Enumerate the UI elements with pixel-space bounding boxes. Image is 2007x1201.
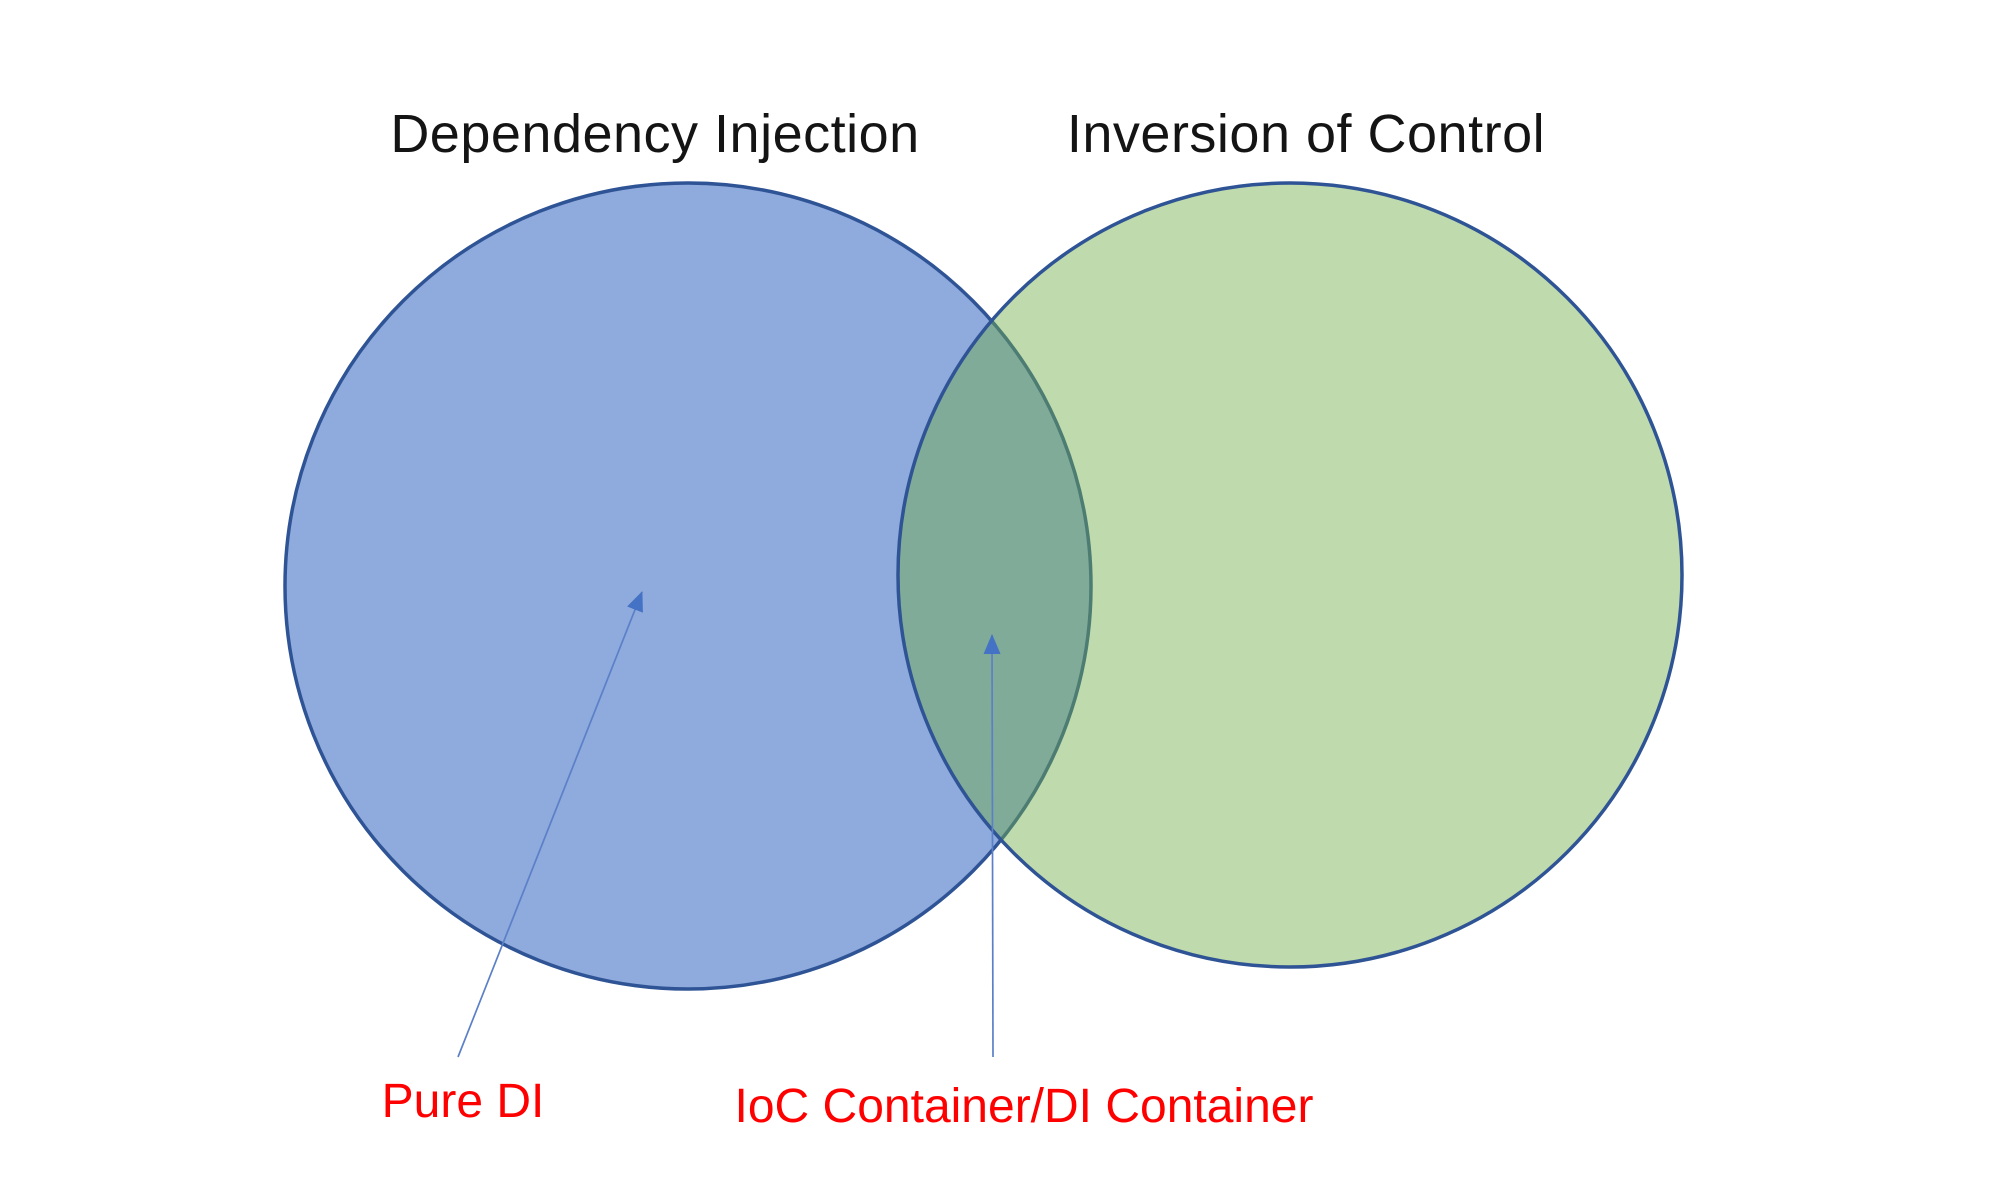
ioc-container-leader-arrow	[983, 634, 1001, 1058]
ioc-container-label: IoC Container/DI Container	[735, 1080, 1314, 1133]
pure-di-leader-arrow	[457, 591, 643, 1058]
venn-circle-dependency-injection	[283, 181, 1093, 991]
venn-circle-inversion-of-control	[896, 181, 1684, 969]
pure-di-label: Pure DI	[382, 1075, 545, 1128]
set-title-inversion-of-control: Inversion of Control	[1067, 104, 1545, 164]
set-title-dependency-injection: Dependency Injection	[390, 104, 919, 164]
